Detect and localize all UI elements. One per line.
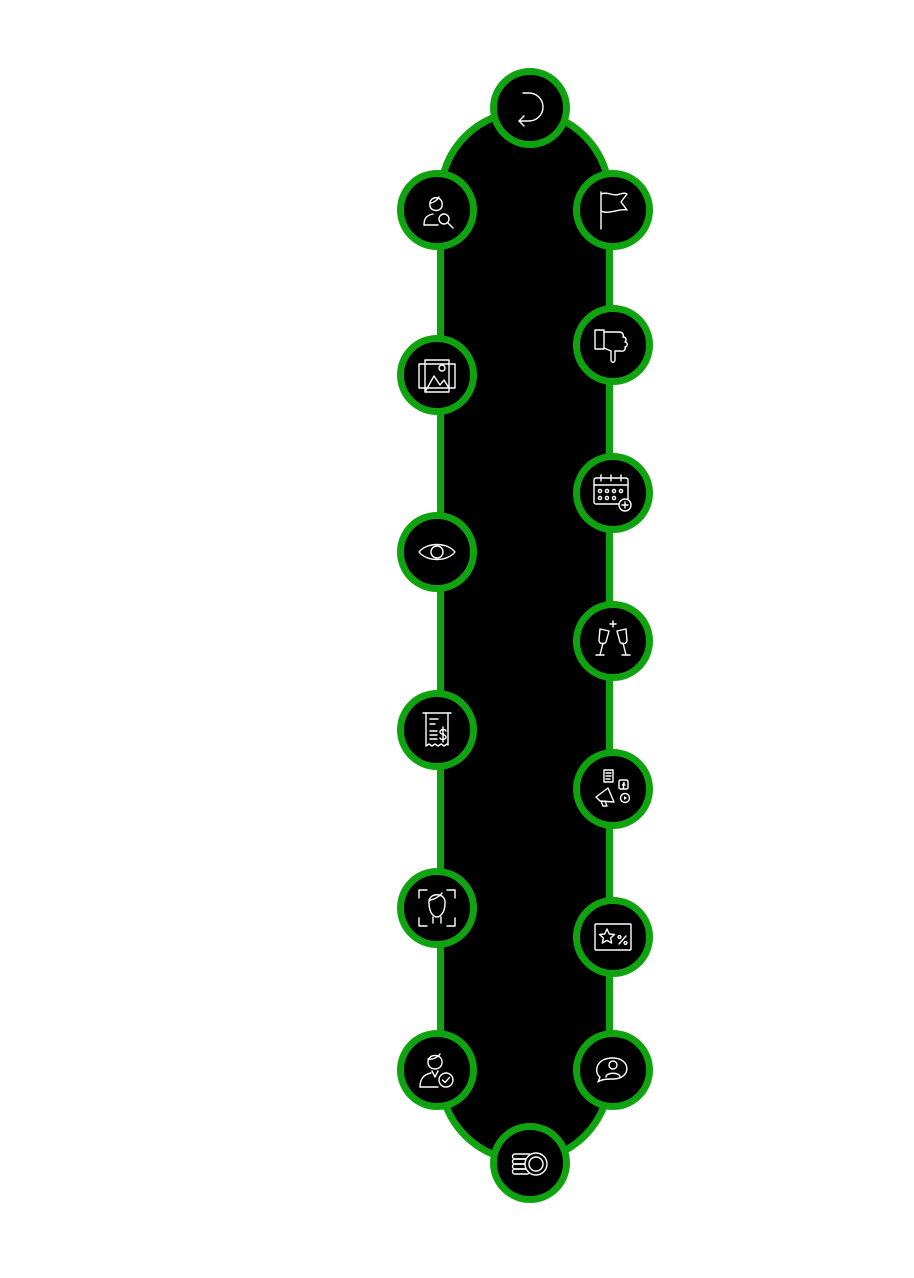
face-scan-icon: [418, 889, 456, 927]
calendar-add-icon: [593, 474, 632, 512]
dislike-button[interactable]: [573, 305, 653, 385]
celebrate-button[interactable]: [573, 601, 653, 681]
profile-message-button[interactable]: [573, 1030, 653, 1110]
return-icon: [518, 92, 544, 127]
eye-icon: [418, 543, 456, 561]
social-marketing-button[interactable]: [573, 749, 653, 829]
flag-icon: [600, 191, 628, 230]
image-gallery-icon: [418, 359, 456, 393]
user-verified-icon: [419, 1053, 454, 1088]
user-verified-button[interactable]: [397, 1030, 477, 1110]
add-event-button[interactable]: [573, 453, 653, 533]
rating-discount-card-icon: [594, 923, 632, 951]
champagne-toast-icon: [595, 620, 631, 656]
user-search-icon: [423, 196, 454, 229]
image-gallery-button[interactable]: [397, 335, 477, 415]
profile-chat-icon: [596, 1057, 628, 1083]
thumbs-down-icon: [594, 329, 628, 363]
view-button[interactable]: [397, 512, 477, 592]
receipt-button[interactable]: [397, 690, 477, 770]
coins-icon: [511, 1152, 548, 1176]
social-media-marketing-icon: [595, 769, 631, 807]
user-search-button[interactable]: [397, 170, 477, 250]
coins-button[interactable]: [490, 1123, 570, 1203]
face-scan-button[interactable]: [397, 868, 477, 948]
return-button[interactable]: [490, 68, 570, 148]
rating-discount-button[interactable]: [573, 897, 653, 977]
flag-button[interactable]: [573, 170, 653, 250]
receipt-dollar-icon: [422, 712, 452, 747]
